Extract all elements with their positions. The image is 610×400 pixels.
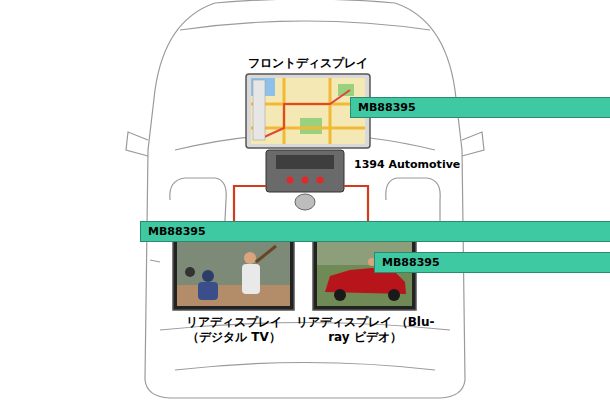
route: [262, 90, 350, 138]
unit-button: [287, 177, 294, 184]
chip-text: MB88395: [148, 225, 610, 238]
car-outline: [126, 0, 484, 398]
map-park: [338, 84, 354, 96]
head-unit: [266, 150, 344, 210]
screen-frame: [313, 237, 416, 310]
unit-body: [266, 150, 344, 192]
player-head: [244, 252, 256, 264]
display-label: フロントディスプレイ: [246, 56, 370, 71]
chip-text: MB88395: [358, 101, 610, 114]
unit-button: [317, 177, 324, 184]
side-mirror: [126, 132, 148, 156]
unit-button: [302, 177, 309, 184]
chip-label: MB88395: [350, 97, 610, 118]
rear-display-right-screen: [313, 237, 416, 310]
head-unit: 1394 Automotive: [266, 150, 344, 192]
car-wheel: [334, 289, 346, 301]
car-wheel: [388, 289, 400, 301]
car-body: [145, 0, 465, 398]
display-label: 1394 Automotive: [354, 158, 460, 172]
chip-label: MB88395: [140, 221, 610, 242]
unit-panel: [276, 155, 334, 169]
map: [251, 78, 365, 144]
road: [251, 127, 365, 130]
bat: [256, 246, 276, 262]
catcher-head: [202, 270, 214, 282]
side-mirror: [462, 132, 484, 156]
tv-picture: [177, 241, 290, 306]
rear-display-left-screen: [173, 237, 294, 310]
chip-label: MB88395: [374, 252, 610, 273]
unit-knob: [295, 194, 315, 210]
screen-frame: [173, 237, 294, 310]
display-label: リアディスプレイ （Blu-ray ビデオ）: [295, 315, 435, 345]
rear-display: リアディスプレイ （デジタル TV）: [164, 237, 304, 349]
rear-window-line: [175, 363, 435, 371]
map-park: [300, 118, 322, 134]
door-line: [150, 260, 160, 262]
player-body: [242, 264, 260, 294]
catcher-body: [198, 282, 218, 300]
map-roads: [251, 78, 365, 144]
map-panel: [253, 80, 265, 140]
display-label: リアディスプレイ （デジタル TV）: [164, 315, 304, 345]
road: [329, 78, 332, 144]
chip-text: MB88395: [382, 256, 610, 269]
video-picture: [317, 241, 412, 306]
car-hood-line: [180, 21, 430, 30]
tv-picture-ground: [177, 285, 290, 306]
rear-display: リアディスプレイ （Blu-ray ビデオ）: [295, 237, 435, 349]
umpire-head: [185, 267, 195, 277]
